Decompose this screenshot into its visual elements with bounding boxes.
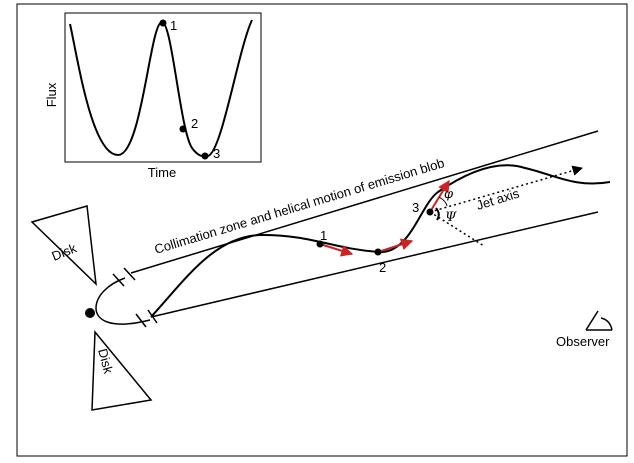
- blob-label-1: 1: [320, 228, 327, 243]
- inset-label-1: 1: [170, 18, 177, 33]
- inset-label-2: 2: [191, 116, 198, 131]
- inset-point-3: [201, 152, 209, 160]
- inset-frame: [64, 12, 262, 163]
- angle-phi-label: φ: [444, 187, 454, 202]
- inset-y-axis-label: Flux: [44, 82, 59, 107]
- blob-label-3: 3: [412, 200, 419, 215]
- jet-base-funnel: [95, 267, 158, 328]
- angle-phi-arc: [438, 196, 448, 207]
- inset-label-3: 3: [213, 146, 220, 161]
- jet-axis-label: Jet axis: [474, 185, 521, 212]
- observer-eye-icon: [585, 310, 613, 331]
- angle-psi-arc: [435, 207, 440, 221]
- accretion-disk-bottom: Disk: [91, 330, 153, 411]
- observer-label: Observer: [556, 334, 610, 349]
- inset-point-2: [179, 125, 187, 133]
- velocity-arrow-2: [377, 238, 414, 253]
- blob-point-1: [316, 240, 324, 248]
- disk-bottom-label: Disk: [95, 347, 116, 376]
- jet-boundary-upper: [130, 130, 599, 274]
- blob-point-2: [374, 248, 382, 256]
- central-black-hole: [85, 308, 95, 318]
- inset-x-axis-label: Time: [148, 165, 176, 180]
- accretion-disk-top: Disk: [30, 205, 97, 286]
- inset-point-1: [159, 19, 167, 27]
- flux-curve: [69, 19, 253, 158]
- blob-label-2: 2: [379, 260, 386, 275]
- velocity-arrow-3: [429, 179, 450, 213]
- inset-light-curve: 1 2 3 Flux Time: [44, 12, 262, 180]
- blob-point-3: [426, 208, 434, 216]
- jet-boundary-lower: [150, 211, 599, 318]
- angle-psi-label: Ψ: [445, 210, 457, 225]
- velocity-arrow-1: [319, 243, 354, 257]
- jet-axis-line: [429, 165, 584, 213]
- outer-frame: [16, 3, 628, 457]
